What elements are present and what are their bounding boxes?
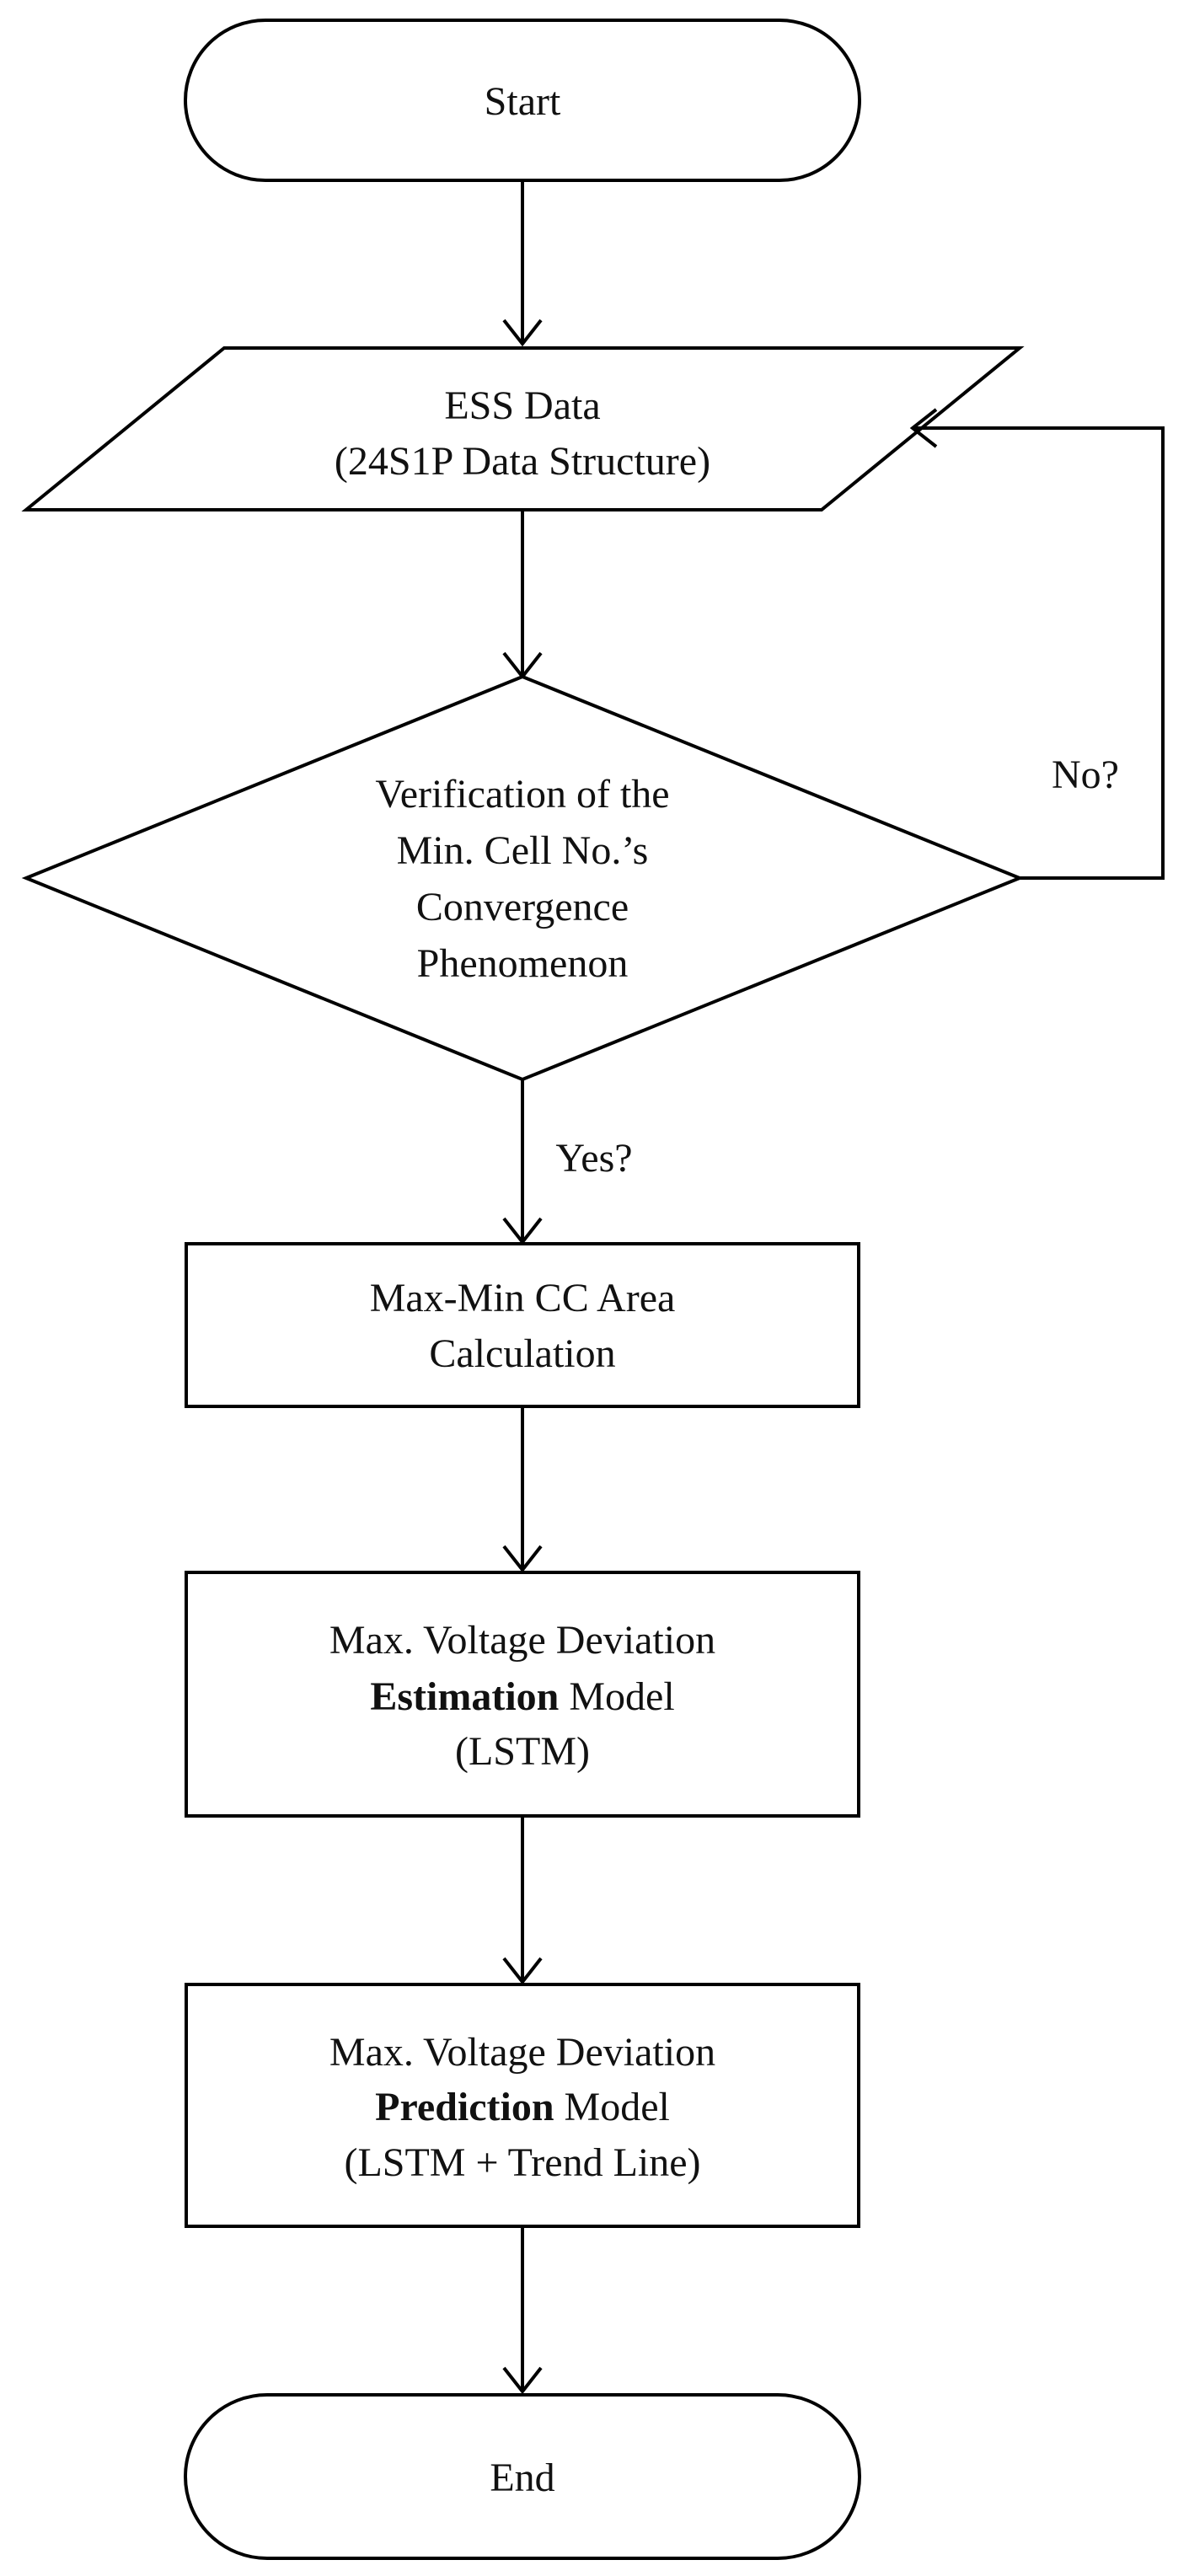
decision-line-1: Verification of the bbox=[375, 772, 669, 817]
start-label: Start bbox=[485, 79, 561, 124]
arrow-data-to-decision bbox=[502, 510, 543, 680]
verification-decision-node: Verification of the Min. Cell No.’s Conv… bbox=[21, 674, 1025, 1082]
ess-data-node: ESS Data (24S1P Data Structure) bbox=[21, 346, 1025, 511]
yes-label: Yes? bbox=[555, 1136, 632, 1181]
prediction-model-node: Max. Voltage Deviation Prediction Model … bbox=[185, 1983, 860, 2228]
end-label: End bbox=[490, 2456, 554, 2500]
estimation-line-3: (LSTM) bbox=[455, 1729, 590, 1774]
arrow-to-estimation bbox=[502, 1406, 543, 1573]
arrow-yes bbox=[502, 1079, 543, 1245]
prediction-bold-word: Prediction bbox=[375, 2085, 554, 2129]
area-calc-line-2: Calculation bbox=[429, 1331, 615, 1376]
end-node: End bbox=[184, 2393, 861, 2560]
area-calc-line-1: Max-Min CC Area bbox=[370, 1276, 676, 1320]
arrow-to-end bbox=[502, 2226, 543, 2395]
area-calculation-node: Max-Min CC Area Calculation bbox=[185, 1242, 860, 1408]
prediction-model-word: Model bbox=[554, 2085, 670, 2129]
no-label: No? bbox=[1052, 752, 1119, 797]
start-node: Start bbox=[184, 19, 861, 182]
estimation-bold-word: Estimation bbox=[370, 1674, 559, 1719]
decision-line-4: Phenomenon bbox=[417, 941, 629, 986]
estimation-model-word: Model bbox=[559, 1674, 674, 1719]
prediction-line-3: (LSTM + Trend Line) bbox=[344, 2140, 700, 2185]
decision-line-3: Convergence bbox=[416, 885, 629, 929]
prediction-line-1: Max. Voltage Deviation bbox=[329, 2030, 715, 2075]
ess-data-title: ESS Data bbox=[444, 383, 600, 428]
arrow-to-prediction bbox=[502, 1816, 543, 1985]
decision-line-2: Min. Cell No.’s bbox=[397, 828, 649, 873]
estimation-line-1: Max. Voltage Deviation bbox=[329, 1618, 715, 1663]
arrow-no-loop bbox=[909, 408, 1165, 880]
estimation-model-node: Max. Voltage Deviation Estimation Model … bbox=[185, 1571, 860, 1818]
arrow-start-to-data bbox=[502, 180, 543, 347]
ess-data-structure: (24S1P Data Structure) bbox=[335, 439, 710, 484]
prediction-line-2: Prediction Model bbox=[375, 2085, 670, 2129]
estimation-line-2: Estimation Model bbox=[370, 1674, 674, 1719]
